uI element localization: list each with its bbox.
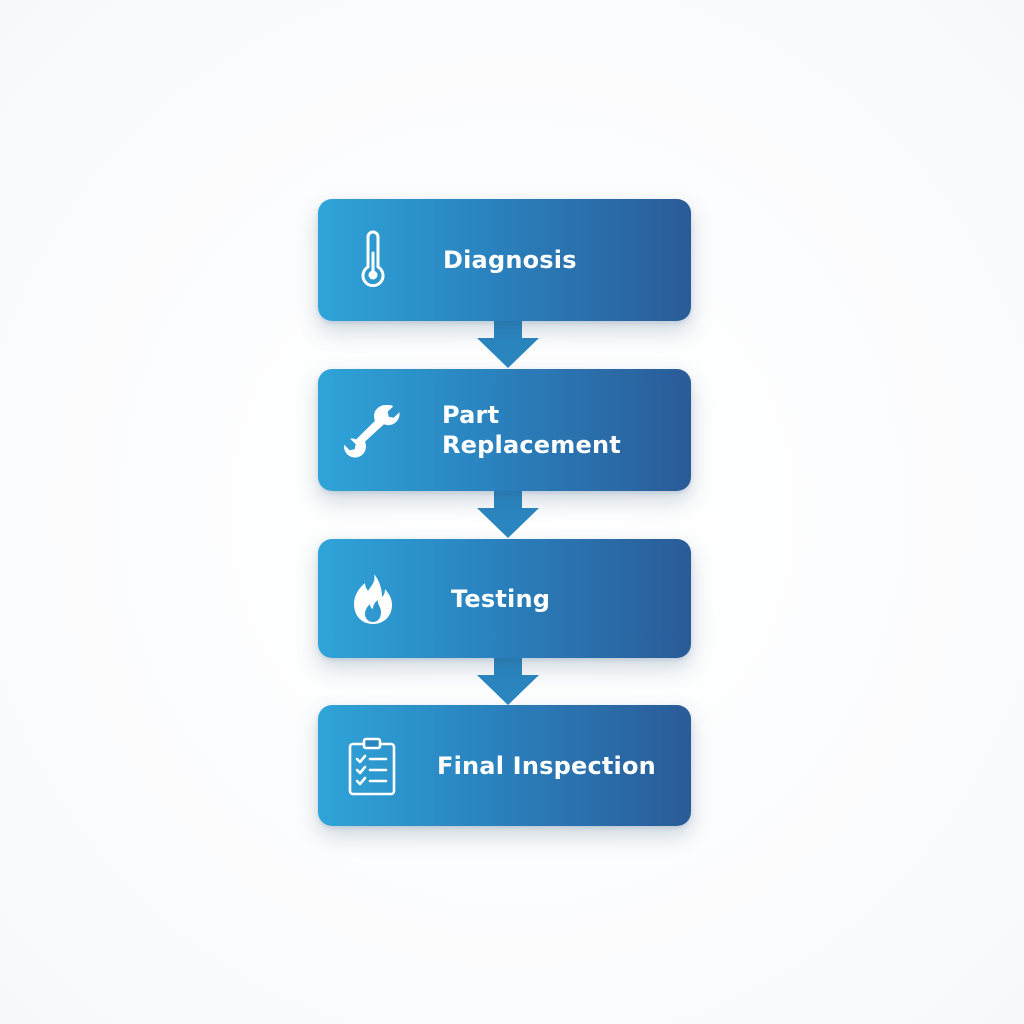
thermometer-icon <box>342 229 404 291</box>
step-label: Final Inspection <box>437 751 656 780</box>
step-testing: Testing <box>318 539 691 658</box>
down-arrow-icon <box>477 490 539 538</box>
clipboard-checklist-icon <box>342 735 404 797</box>
process-flowchart: Diagnosis Part Replacement Testing <box>318 199 691 829</box>
wrench-icon <box>342 399 404 461</box>
step-final-inspection: Final Inspection <box>318 705 691 826</box>
down-arrow-icon <box>477 320 539 368</box>
step-diagnosis: Diagnosis <box>318 199 691 321</box>
step-part-replacement: Part Replacement <box>318 369 691 491</box>
down-arrow-icon <box>477 657 539 705</box>
step-label: Part Replacement <box>442 401 621 459</box>
step-label: Testing <box>451 584 551 613</box>
flame-icon <box>342 568 404 630</box>
step-label: Diagnosis <box>443 246 577 274</box>
